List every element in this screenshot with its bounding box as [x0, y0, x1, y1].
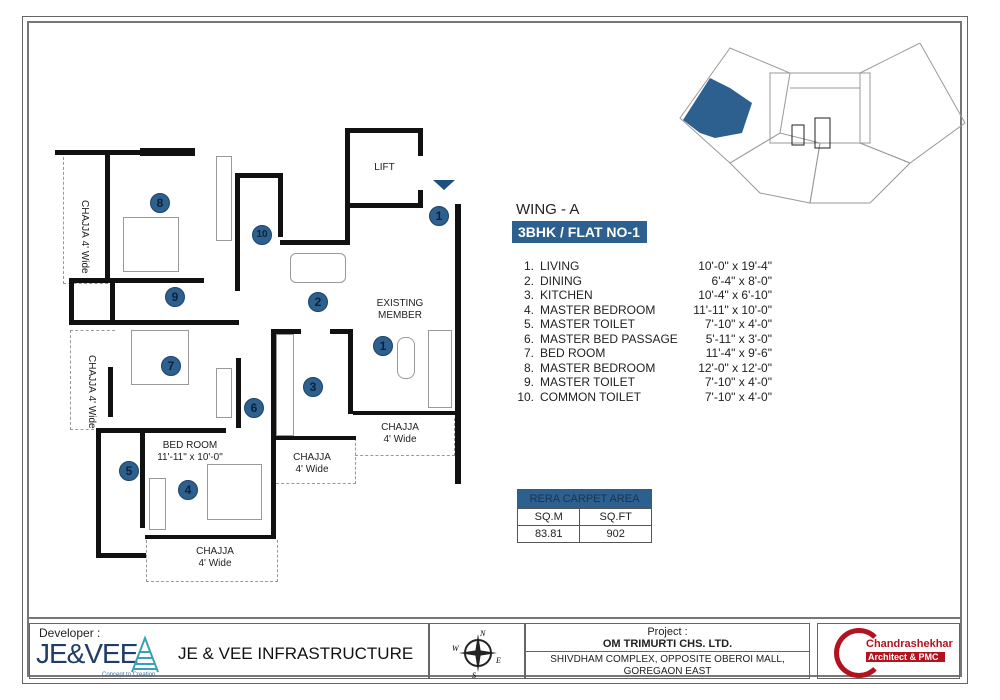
bed-4 — [207, 464, 262, 520]
compass-cell: N W E S — [429, 623, 525, 679]
coffee-table — [397, 337, 415, 379]
developer-label: Developer : — [39, 626, 101, 640]
marker-7-bedroom: 7 — [161, 356, 181, 376]
dining-table — [290, 253, 346, 283]
developer-cell: Developer : JE&VEE Concept to Creation J… — [29, 623, 429, 679]
compass-rose-icon: N W E S — [452, 629, 501, 678]
building-logo-icon — [131, 635, 159, 673]
wardrobe-7 — [216, 368, 232, 418]
marker-8-master-bedroom: 8 — [150, 193, 170, 213]
marker-9-master-toilet: 9 — [165, 287, 185, 307]
flat-badge: 3BHK / FLAT NO-1 — [512, 221, 647, 243]
svg-text:W: W — [452, 644, 460, 653]
svg-text:E: E — [495, 656, 501, 665]
rera-val-sqft: 902 — [579, 525, 652, 543]
project-name: OM TRIMURTI CHS. LTD. — [602, 638, 733, 650]
marker-3-kitchen: 3 — [303, 377, 323, 397]
wardrobe-8 — [216, 156, 232, 241]
marker-5-master-toilet: 5 — [119, 461, 139, 481]
rera-col-sqft: SQ.FT — [579, 508, 652, 526]
bedroom-dim: 11'-11" x 10'-0" — [157, 452, 223, 463]
marker-10-common-toilet: 10 — [252, 225, 272, 245]
sofa — [428, 330, 452, 408]
architect-logo-ring-icon — [834, 628, 884, 678]
chajja-left-top-label: CHAJJA 4' Wide — [79, 200, 90, 274]
chajja-left-mid-label: CHAJJA 4' Wide — [86, 355, 97, 429]
chajja-bottom — [146, 540, 278, 582]
architect-name: Chandrashekhar — [866, 638, 953, 650]
developer-tagline: Concept to Creation — [102, 672, 156, 678]
marker-1-living: 1 — [373, 336, 393, 356]
address-line-2: GOREGAON EAST — [623, 666, 712, 677]
chajja-kitchen — [276, 438, 356, 484]
entrance-arrow-icon — [433, 180, 455, 190]
project-label: Project : — [647, 626, 688, 638]
wing-title: WING - A — [516, 201, 580, 218]
project-cell: Project : OM TRIMURTI CHS. LTD. SHIVDHAM… — [525, 623, 810, 679]
marker-4-master-bedroom: 4 — [178, 480, 198, 500]
bedroom-name: BED ROOM — [162, 440, 218, 451]
svg-text:N: N — [479, 629, 486, 638]
marker-6-passage: 6 — [244, 398, 264, 418]
outer-frame — [22, 16, 968, 684]
developer-name: JE & VEE INFRASTRUCTURE — [178, 644, 414, 663]
rera-col-sqm: SQ.M — [516, 508, 581, 526]
svg-text:S: S — [472, 671, 476, 678]
architect-sub: Architect & PMC — [866, 652, 945, 662]
inner-frame — [27, 21, 962, 677]
chajja-left-mid — [70, 330, 115, 430]
existing-member-label: EXISTING MEMBER — [376, 298, 424, 321]
marker-1-entrance: 1 — [429, 206, 449, 226]
highlighted-flat — [683, 78, 752, 138]
address-line-1: SHIVDHAM COMPLEX, OPPOSITE OBEROI MALL, — [550, 654, 785, 665]
architect-cell: Chandrashekhar Architect & PMC — [817, 623, 960, 679]
wardrobe-4 — [149, 478, 166, 530]
bed-7 — [131, 330, 189, 385]
marker-2-dining: 2 — [308, 292, 328, 312]
rera-val-sqm: 83.81 — [516, 525, 581, 543]
chajja-living — [355, 418, 455, 456]
developer-logo: JE&VEE — [36, 638, 138, 669]
rera-title: RERA CARPET AREA — [517, 489, 652, 509]
kitchen-counter — [276, 334, 294, 436]
title-block: Developer : JE&VEE Concept to Creation J… — [29, 617, 960, 679]
lift-label: LIFT — [374, 162, 395, 173]
bed-8 — [123, 217, 179, 272]
key-plan-thumbnail — [679, 43, 966, 204]
